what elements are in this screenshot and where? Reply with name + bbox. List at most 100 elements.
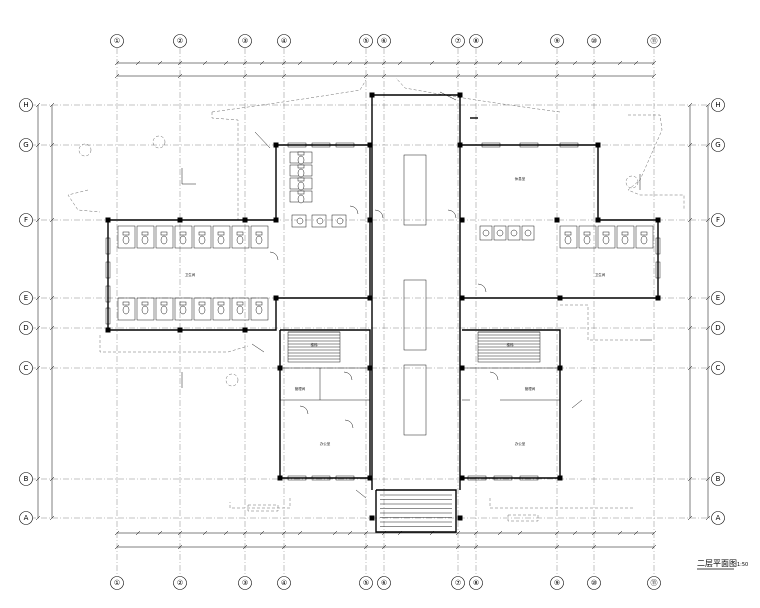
window: [311, 475, 331, 481]
structural-column: [457, 142, 463, 148]
structural-column: [242, 327, 248, 333]
structural-column: [367, 475, 373, 481]
toilet-stall: [616, 225, 635, 249]
dimension-tick: [259, 60, 265, 66]
room-label: 卫生间: [595, 272, 606, 277]
axis-bubble-bottom-circle: [587, 576, 601, 590]
structural-column: [105, 327, 111, 333]
toilet-bowl: [602, 235, 610, 245]
leader-line: [251, 343, 265, 353]
window: [105, 285, 111, 303]
window: [287, 142, 307, 148]
dimension-tick: [202, 530, 208, 536]
toilet-tank: [179, 231, 187, 236]
door-swing: [343, 371, 353, 381]
outline-curve: [395, 77, 561, 113]
axis-bubble-bottom-label: ⑩: [591, 579, 597, 587]
toilet-tank: [217, 301, 225, 306]
toilet-stall: [136, 297, 155, 321]
tree-symbol: [78, 143, 92, 157]
toilet-tank: [236, 301, 244, 306]
door-swing: [349, 205, 359, 215]
window: [655, 261, 661, 279]
structural-column: [557, 295, 563, 301]
toilet-bowl: [236, 235, 244, 245]
structural-column: [457, 515, 463, 521]
light-well: [403, 154, 427, 226]
annotation-texts: 卫生间卫生间楼梯楼梯办公室办公室管理间管理间休息室: [185, 176, 606, 446]
structural-column: [459, 295, 465, 301]
toilet-tank: [297, 151, 305, 156]
axis-bubble-top-label: ⑨: [554, 37, 560, 45]
structural-column: [367, 142, 373, 148]
dimension-tick: [705, 217, 711, 223]
axis-bubble-bottom-circle: [377, 576, 391, 590]
toilet-tank: [236, 231, 244, 236]
axis-bubble-top-label: ⑦: [455, 37, 461, 45]
toilet-bowl: [179, 235, 187, 245]
axis-bubble-bottom-label: ③: [242, 579, 248, 587]
structural-column: [242, 217, 248, 223]
window: [335, 475, 355, 481]
drawing-scale: 1:50: [737, 562, 748, 568]
axis-bubble-bottom-circle: [110, 576, 124, 590]
dimension-tick: [517, 530, 523, 536]
left-office-wall: [279, 329, 371, 479]
dimension-tick: [705, 325, 711, 331]
toilet-bowl: [564, 235, 572, 245]
room-label: 楼梯: [311, 342, 319, 347]
outline-edge: [211, 112, 239, 220]
right-wing-wall: [462, 144, 659, 299]
toilet-bowl: [198, 235, 206, 245]
toilet-tank: [198, 301, 206, 306]
toilet-tank: [640, 231, 648, 236]
toilet-bowl: [122, 235, 130, 245]
dimension-tick: [223, 60, 229, 66]
toilet-tank: [122, 231, 130, 236]
axis-bubble-bottom-circle: [359, 576, 373, 590]
room-label: 办公室: [515, 441, 526, 446]
toilet-tank: [297, 190, 305, 195]
window: [655, 237, 661, 255]
window: [105, 261, 111, 279]
room-label: 管理间: [525, 386, 536, 391]
toilet-tank: [198, 231, 206, 236]
stair-outline: [477, 331, 541, 363]
bench-symbol: [507, 514, 539, 522]
dimension-tick: [633, 530, 639, 536]
light-well: [403, 364, 427, 436]
building-walls: [107, 94, 659, 533]
axis-bubble-bottom-label: ⑦: [455, 579, 461, 587]
toilet-bowl: [122, 305, 130, 315]
toilet-tank: [141, 231, 149, 236]
structural-column: [367, 365, 373, 371]
window: [287, 475, 307, 481]
axis-bubble-left-label: C: [24, 364, 29, 372]
axis-bubble-bottom-label: ⑪: [651, 579, 658, 587]
washbasin: [331, 214, 347, 228]
axis-bubble-top-circle: [587, 34, 601, 48]
axis-bubble-bottom-circle: [451, 576, 465, 590]
structural-column: [457, 92, 463, 98]
axis-bubble-top-label: ⑪: [651, 37, 658, 45]
urinal-stall: [479, 225, 493, 241]
room-label: 卫生间: [185, 272, 196, 277]
axis-bubble-right-label: H: [715, 101, 720, 109]
axis-bubble-right-label: D: [715, 324, 720, 332]
dimension-tick: [705, 295, 711, 301]
urinal-stall: [521, 225, 535, 241]
dimension-tick: [397, 60, 403, 66]
toilet-stall: [231, 297, 250, 321]
toilet-stall: [174, 225, 193, 249]
basin: [482, 229, 490, 237]
axis-bubble-bottom-label: ⑤: [363, 579, 369, 587]
window: [481, 142, 501, 148]
structural-column: [273, 217, 279, 223]
toilet-bowl: [640, 235, 648, 245]
axis-bubble-top-label: ⑤: [363, 37, 369, 45]
axis-bubble-top-circle: [451, 34, 465, 48]
dimension-tick: [259, 530, 265, 536]
toilet-bowl: [141, 235, 149, 245]
outline-edge: [627, 114, 685, 210]
